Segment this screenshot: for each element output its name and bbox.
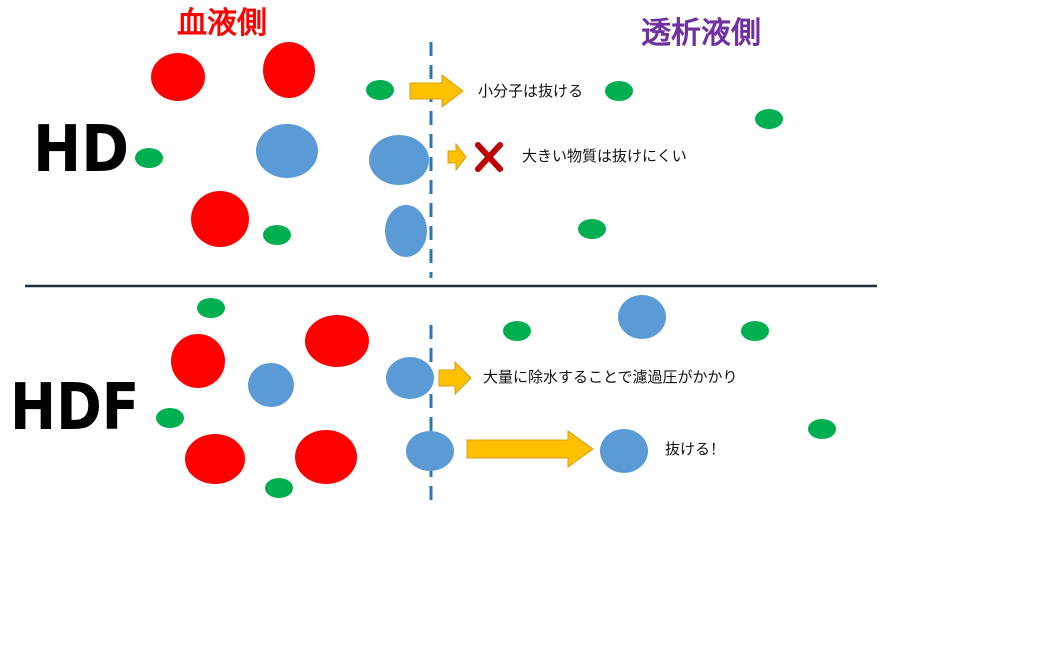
large-hard-to-pass-text: 大きい物質は抜けにくい: [522, 147, 687, 165]
small-molecules-pass-text: 小分子は抜ける: [478, 82, 584, 100]
passes-through-text: 抜ける！: [665, 440, 726, 458]
large-particle-red: [185, 434, 245, 484]
small-particle-green: [135, 148, 163, 168]
small-particle-green: [605, 81, 633, 101]
blood-side-label: 血液側: [177, 6, 267, 41]
right-arrow-icon: [466, 430, 594, 468]
right-arrow-icon: [447, 142, 467, 172]
filtration-pressure-text: 大量に除水することで濾過圧がかかり: [483, 368, 738, 386]
small-particle-green: [156, 408, 184, 428]
small-particle-green: [263, 225, 291, 245]
large-particle-red: [263, 42, 315, 98]
dialysate-side-label: 透析液側: [641, 16, 761, 51]
medium-particle-blue: [256, 124, 318, 178]
hd-particles: [135, 42, 783, 257]
cross-mark-icon: [475, 142, 503, 172]
small-particle-green: [366, 80, 394, 100]
small-particle-green: [808, 419, 836, 439]
small-particle-green: [265, 478, 293, 498]
medium-particle-blue: [369, 135, 429, 185]
medium-particle-blue: [406, 431, 454, 471]
medium-particle-blue: [385, 205, 427, 257]
hdf-particles: [156, 295, 836, 498]
small-particle-green: [741, 321, 769, 341]
large-particle-red: [191, 191, 249, 247]
medium-particle-blue: [386, 357, 434, 399]
large-particle-red: [305, 315, 369, 367]
medium-particle-blue: [600, 429, 648, 473]
medium-particle-blue: [618, 295, 666, 339]
small-particle-green: [503, 321, 531, 341]
hdf-title: HDF: [10, 371, 140, 445]
small-particle-green: [755, 109, 783, 129]
medium-particle-blue: [248, 363, 294, 407]
right-arrow-icon: [438, 360, 472, 396]
small-particle-green: [578, 219, 606, 239]
small-particle-green: [197, 298, 225, 318]
hd-title: HD: [33, 113, 130, 187]
right-arrow-icon: [409, 73, 464, 109]
large-particle-red: [295, 430, 357, 484]
large-particle-red: [151, 53, 205, 101]
large-particle-red: [171, 334, 225, 388]
